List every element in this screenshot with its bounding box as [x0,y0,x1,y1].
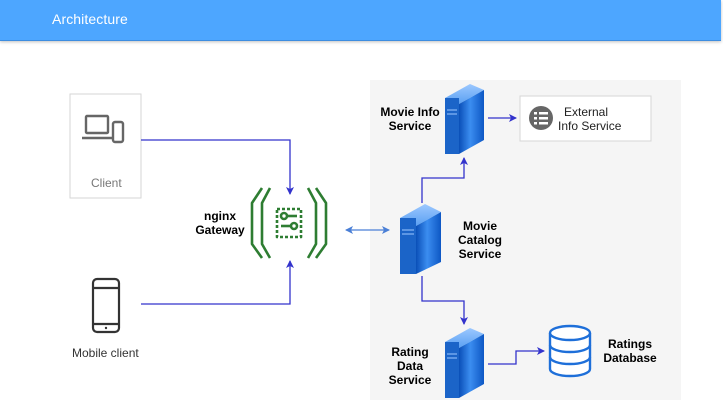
edge-rating-data-to-database [488,347,545,365]
server-icon[interactable] [445,328,484,398]
server-icon[interactable] [400,204,441,274]
mobile-phone-icon[interactable] [91,277,121,334]
edge-client-to-gateway [141,139,294,195]
nginx-gateway-icon[interactable] [250,187,328,259]
movie-info-service-label: Movie Info Service [380,105,440,133]
edge-mobile-to-gateway [141,260,294,305]
edge-catalog-to-rating-data [421,276,468,325]
page-title: Architecture [52,11,128,27]
external-info-service-node[interactable] [519,95,652,142]
list-icon [529,106,553,130]
movie-catalog-service-label: Movie Catalog Service [457,219,502,261]
gateway-label: nginx Gateway [195,209,245,237]
client-node[interactable] [69,93,142,199]
external-info-service-label: External Info Service [558,105,622,133]
header-bar: Architecture [0,0,721,41]
mobile-client-label: Mobile client [72,346,139,360]
laptop-icon [82,114,125,144]
edge-catalog-to-movie-info [421,157,468,203]
server-icon[interactable] [445,84,484,154]
ratings-database-label: Ratings Database [603,337,657,365]
client-label: Client [91,176,122,190]
rating-data-service-label: Rating Data Service [388,345,432,387]
database-icon[interactable] [548,324,592,378]
